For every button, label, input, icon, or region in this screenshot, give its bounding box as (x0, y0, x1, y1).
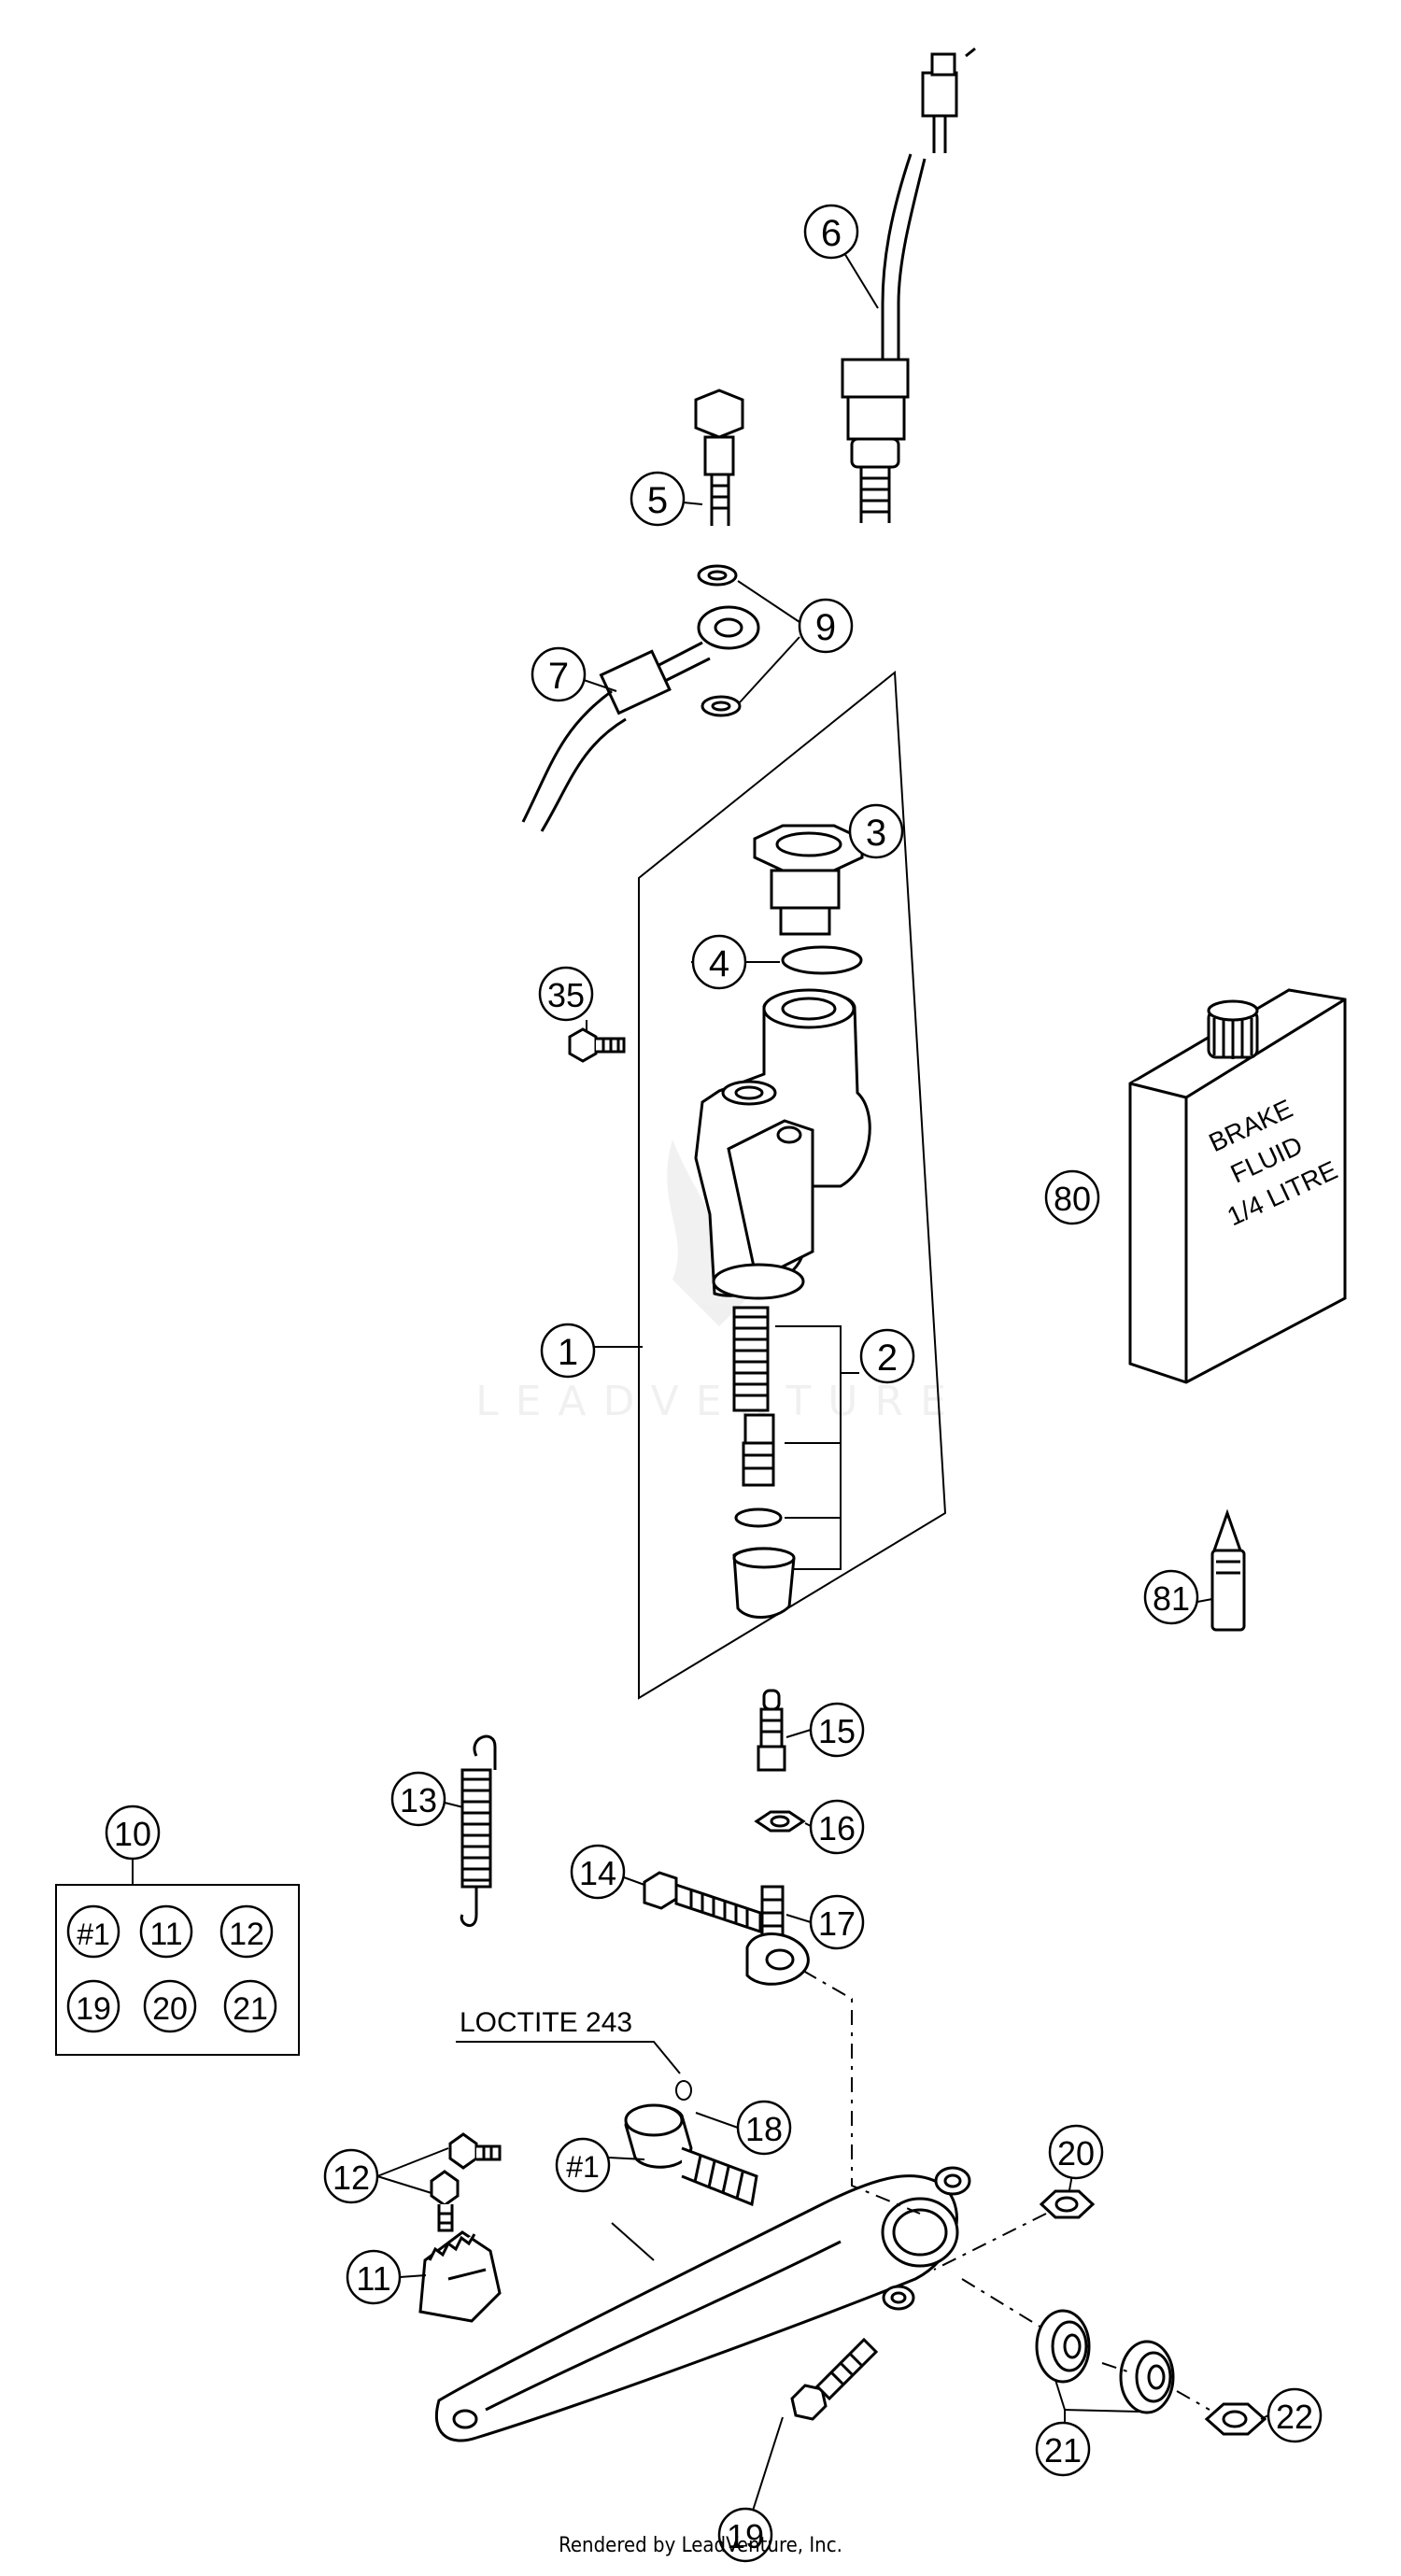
loctite-label: LOCTITE 243 (460, 2007, 632, 2038)
svg-text:11: 11 (149, 1917, 182, 1952)
svg-text:3: 3 (866, 813, 886, 854)
callout-4: 4 (691, 934, 747, 990)
svg-text:15: 15 (818, 1712, 856, 1750)
svg-text:19: 19 (727, 2517, 764, 2555)
svg-text:6: 6 (821, 213, 842, 254)
callout-12: 12 (323, 2148, 379, 2204)
lock-nut (754, 1810, 806, 1833)
brake-fluid-bottle (1128, 988, 1347, 1384)
watermark-text: LEADVENTURE (475, 1378, 963, 1425)
grease-tube (1210, 1508, 1246, 1632)
svg-text:5: 5 (647, 480, 668, 521)
piston-kit-leaders (775, 1325, 859, 1570)
callout-35: 35 (538, 966, 594, 1022)
callout-1: 1 (540, 1323, 596, 1379)
svg-text:11: 11 (356, 2259, 390, 2298)
callout-7: 7 (531, 646, 587, 702)
step-screws (430, 2132, 502, 2232)
bottle-label: BRAKE FLUID 1/4 LITRE (1205, 1094, 1342, 1231)
reservoir-fitting (753, 824, 864, 936)
clevis-bolt (643, 1871, 762, 1934)
callout-14: 14 (570, 1844, 626, 1900)
sealing-washers (697, 564, 742, 717)
kit-item-20: 20 (143, 1979, 197, 2033)
assembly-lines (802, 1970, 1210, 2411)
svg-text:4: 4 (709, 943, 729, 984)
svg-text:81: 81 (1153, 1579, 1190, 1618)
svg-text:2: 2 (877, 1338, 898, 1379)
brake-light-switch (841, 47, 976, 523)
svg-text:13: 13 (400, 1781, 437, 1819)
callout-3: 3 (848, 803, 904, 859)
kit-item-21: 21 (223, 1979, 277, 2033)
leader-lines (376, 231, 1269, 2512)
kit-item-11: 11 (139, 1904, 193, 1959)
callout-11: 11 (346, 2249, 402, 2305)
svg-text:1: 1 (558, 1332, 578, 1373)
callout-6: 6 (803, 204, 859, 260)
kit-item-12: 12 (219, 1904, 274, 1959)
svg-text:21: 21 (1044, 2431, 1082, 2470)
svg-text:#1: #1 (566, 2150, 600, 2184)
svg-text:20: 20 (152, 1991, 188, 2027)
loctite-drop (675, 2080, 692, 2101)
callout-2: 2 (859, 1328, 915, 1384)
svg-text:17: 17 (818, 1904, 856, 1943)
svg-text:80: 80 (1054, 1180, 1091, 1218)
piston-kit (732, 1306, 796, 1619)
svg-text:20: 20 (1057, 2134, 1095, 2173)
svg-text:10: 10 (114, 1815, 151, 1853)
return-spring (460, 1734, 497, 1927)
pedal-bolt (790, 2337, 879, 2421)
screw (568, 1027, 626, 1063)
svg-text:#1: #1 (77, 1918, 110, 1951)
svg-text:14: 14 (579, 1854, 616, 1892)
svg-text:18: 18 (745, 2110, 783, 2148)
callout-16: 16 (809, 1799, 865, 1855)
callout-9: 9 (798, 598, 854, 654)
svg-text:7: 7 (548, 656, 569, 697)
brake-step (418, 2230, 502, 2323)
svg-text:21: 21 (233, 1991, 268, 2027)
callout-5: 5 (630, 471, 686, 527)
callout-pedal: #1 (555, 2137, 611, 2193)
callout-17: 17 (809, 1894, 865, 1950)
svg-text:35: 35 (547, 976, 585, 1014)
banjo-bolt (694, 389, 744, 526)
pedal-nut (1039, 2189, 1096, 2219)
loctite-leader (456, 2041, 681, 2074)
callout-22: 22 (1267, 2387, 1323, 2443)
svg-text:19: 19 (76, 1991, 111, 2027)
callout-10: 10 (105, 1805, 161, 1861)
callout-18: 18 (736, 2100, 792, 2156)
svg-text:16: 16 (818, 1809, 856, 1847)
kit-item-1: #1 (66, 1904, 120, 1959)
callout-13: 13 (390, 1771, 446, 1827)
svg-text:9: 9 (815, 607, 836, 648)
callout-15: 15 (809, 1702, 865, 1758)
pedal-bearings (1035, 2309, 1175, 2414)
kit-item-19: 19 (66, 1979, 120, 2033)
callout-81: 81 (1143, 1569, 1199, 1625)
o-ring (781, 945, 863, 975)
pivot-bolt (624, 2103, 758, 2207)
brake-pedal (434, 2166, 971, 2442)
svg-text:12: 12 (229, 1917, 264, 1952)
brake-hose (521, 605, 760, 832)
footer-credit: Rendered by LeadVenture, Inc. (559, 2534, 842, 2557)
callout-21: 21 (1035, 2421, 1091, 2477)
callout-80: 80 (1044, 1169, 1100, 1225)
svg-text:12: 12 (333, 2158, 370, 2197)
kit-box (55, 1859, 300, 2056)
callout-20: 20 (1048, 2124, 1104, 2180)
callout-19: 19 (717, 2507, 773, 2563)
master-cylinder-assembly-outline (638, 671, 947, 1700)
svg-text:22: 22 (1276, 2398, 1313, 2436)
master-cylinder-body (694, 988, 871, 1300)
push-rod (757, 1689, 786, 1772)
axle-nut (1204, 2402, 1267, 2436)
clevis (745, 1885, 810, 1986)
